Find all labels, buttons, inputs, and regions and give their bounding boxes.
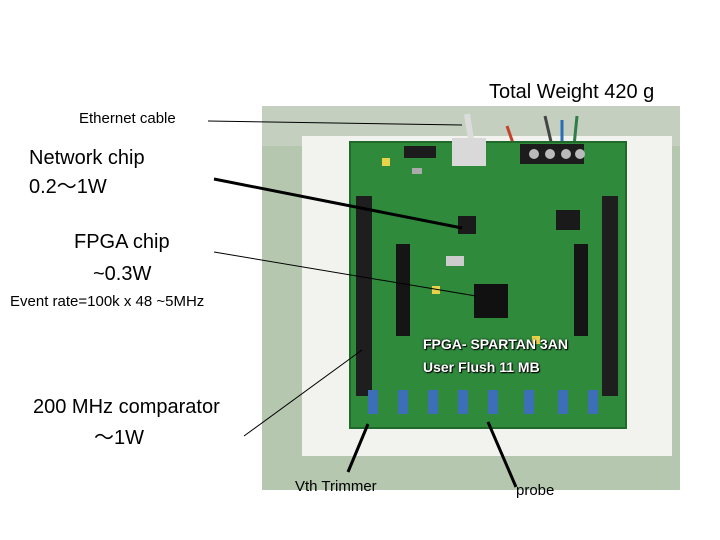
network-chip-label: Network chip <box>29 147 145 169</box>
right-connector-column <box>602 196 618 396</box>
user-flush-label: User Flush 11 MB <box>423 359 540 375</box>
trimmer-row <box>368 390 598 414</box>
left-connector-column <box>356 196 372 396</box>
network-chip-power: 0.2～1W <box>29 176 107 198</box>
ethernet-connector <box>452 138 486 166</box>
fpga-chip <box>474 284 508 318</box>
fpga-chip-label: FPGA chip <box>74 231 170 253</box>
board-photo <box>262 106 680 490</box>
network-chip <box>458 216 476 234</box>
event-rate-label: Event rate=100k x 48 ~5MHz <box>10 293 205 310</box>
comparator-label: 200 MHz comparator <box>33 396 220 418</box>
total-weight-label: Total Weight 420 g <box>489 81 655 103</box>
fpga-spartan-label: FPGA- SPARTAN 3AN <box>423 336 568 352</box>
ethernet-cable-label: Ethernet cable <box>79 110 176 127</box>
fpga-chip-power: ~0.3W <box>93 263 152 285</box>
vth-trimmer-label: Vth Trimmer <box>295 478 377 495</box>
probe-label: probe <box>516 482 555 499</box>
comparator-power: ～1W <box>94 427 144 449</box>
